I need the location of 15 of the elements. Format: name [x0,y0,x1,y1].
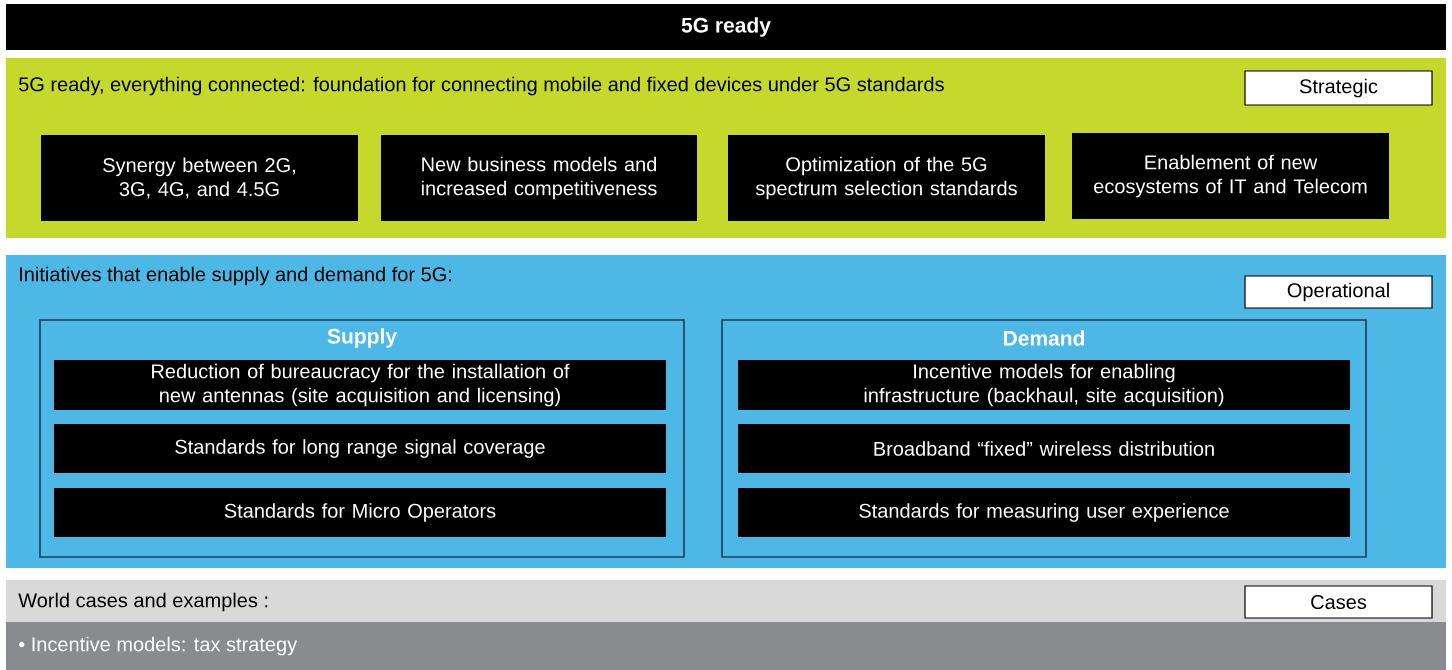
text-box: New business models and increased competitiveness [381,135,697,221]
band: • Incentive models: tax strategy [6,622,1446,670]
text-box: Standards for measuring user experience [738,488,1350,537]
text-box: Optimization of the 5G spectrum selection standards [728,135,1045,221]
label-box: Cases [1244,585,1433,619]
text-box: Standards for Micro Operators [54,488,666,537]
text-box: Standards for long range signal coverage [54,424,666,473]
label-box: Strategic [1244,70,1433,106]
title-bar: 5G ready [6,4,1446,50]
text-box: Synergy between 2G, 3G, 4G, and 4.5G [41,135,358,221]
text-box: Incentive models for enabling infrastructure (backhaul, site acquisition) [738,360,1350,410]
text-box: Reduction of bureaucracy for the installation of new antennas (site acquisition and licensing) [54,360,666,410]
text-box: Enablement of new ecosystems of IT and Telecom [1072,133,1389,219]
text-box: Broadband “fixed” wireless distribution [738,424,1350,473]
label-box: Operational [1244,275,1433,309]
